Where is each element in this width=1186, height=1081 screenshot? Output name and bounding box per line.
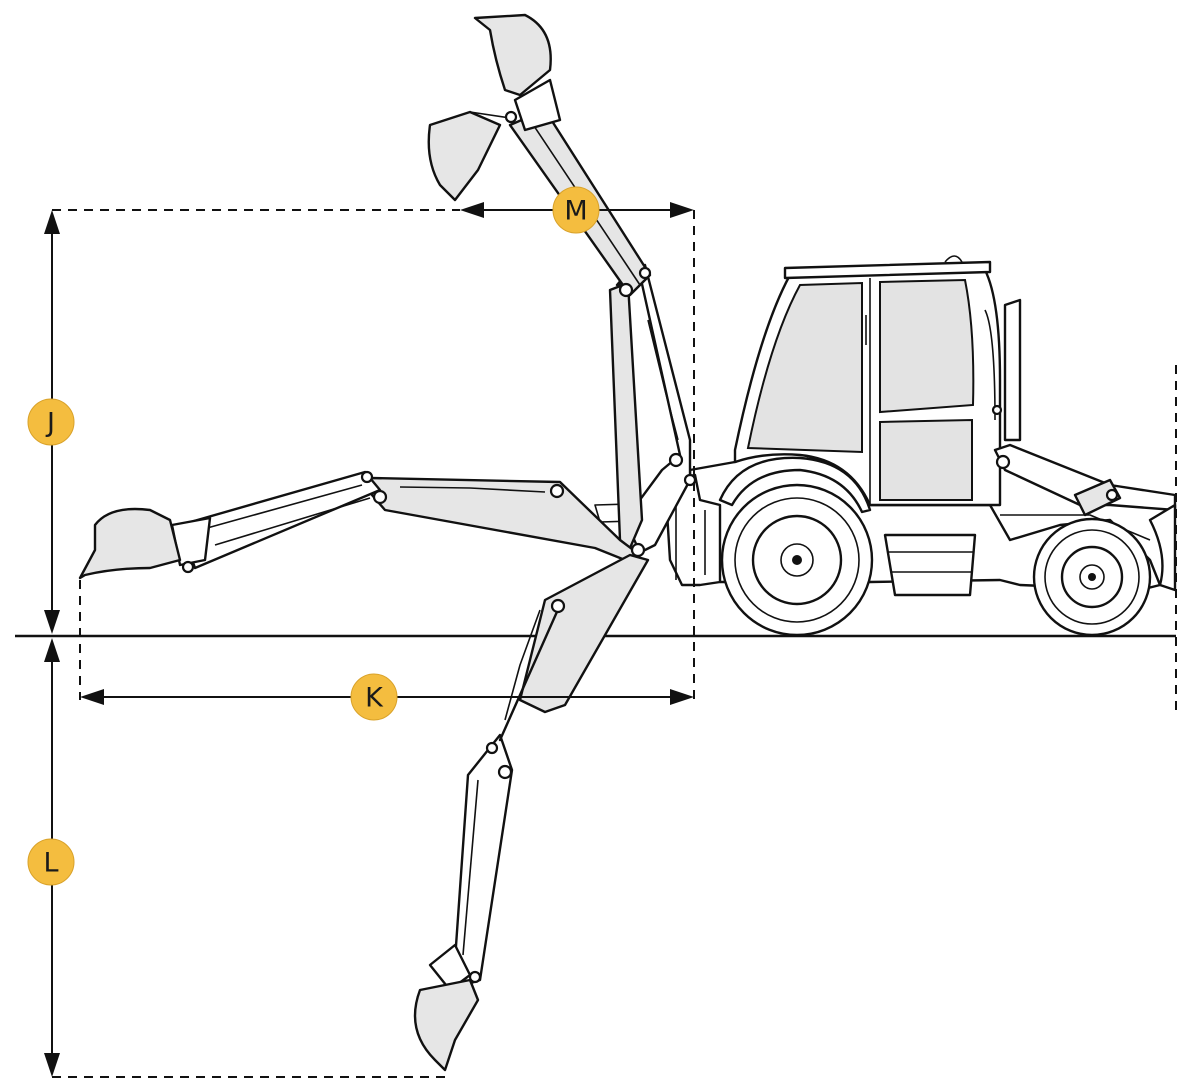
cab-window-door-upper: [879, 278, 975, 414]
front-wheel: [1032, 517, 1152, 637]
rear-wheel: [720, 483, 874, 637]
bucket-raised-top: [473, 13, 552, 97]
front-bucket: [1148, 503, 1177, 592]
badge-l: L: [27, 838, 75, 886]
cab-window-rear: [746, 281, 863, 454]
bucket-extended: [78, 507, 182, 580]
backhoe-extended-position: [78, 470, 646, 580]
backhoe-loader-body: [594, 255, 1177, 637]
badge-l-label: L: [43, 848, 58, 879]
bucket-raised-open: [427, 110, 502, 202]
cab-steps: [883, 533, 977, 597]
badge-k-label: K: [365, 683, 384, 714]
badge-k: K: [350, 673, 398, 721]
backhoe-raised-position: [427, 13, 697, 552]
cab-window-door-lower: [879, 418, 973, 501]
badge-m: M: [552, 186, 600, 234]
badge-j: J: [27, 398, 75, 446]
backhoe-lowered-position: [413, 553, 650, 1072]
exhaust-stack: [1003, 298, 1022, 442]
bucket-lowered: [413, 978, 480, 1072]
badge-m-label: M: [564, 196, 587, 227]
badge-j-label: J: [45, 408, 55, 439]
